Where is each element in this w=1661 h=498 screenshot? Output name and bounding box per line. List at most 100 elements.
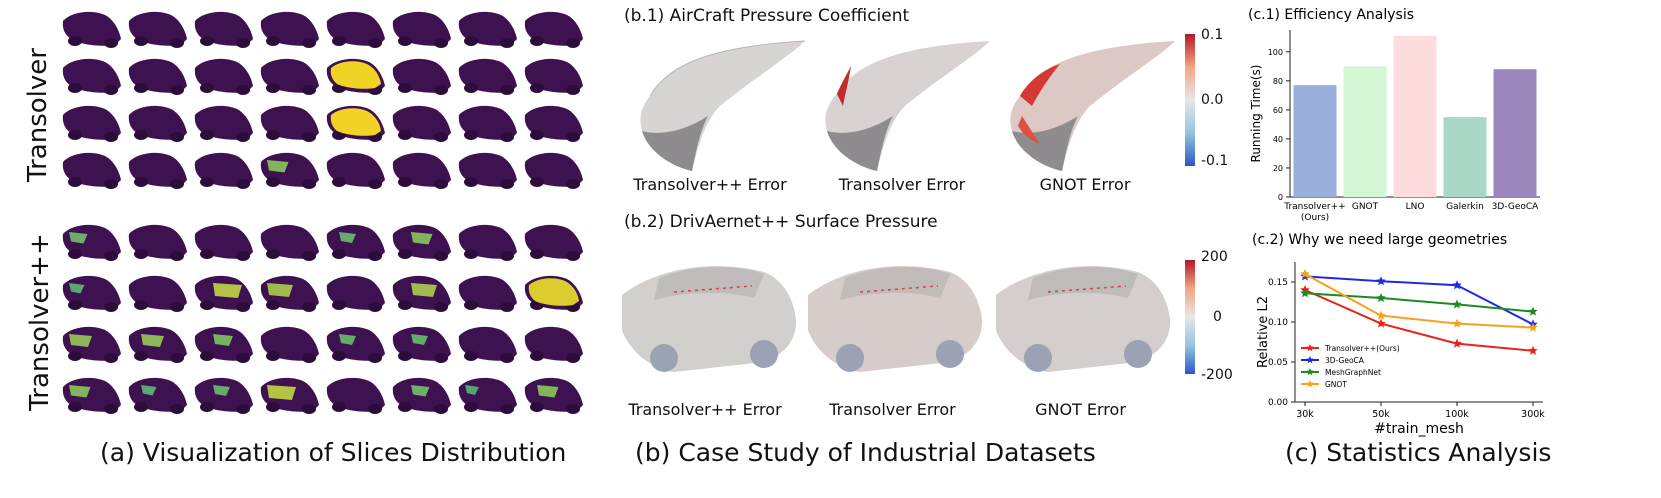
aircraft-render-3 [1010,41,1175,171]
car-slice-transolverpp-r1c0 [62,275,121,312]
colorbar-b1 [1185,34,1195,166]
panel-b: (b.1) AirCraft Pressure Coefficient 0.1 … [600,0,1240,498]
car-slice-transolverpp-r3c5 [392,377,451,414]
car-slice-transolver-r2c3 [260,105,319,142]
chart-c2-series-line-2 [1304,292,1534,313]
chart-c2-point-2-3 [1528,306,1538,316]
colorbar-b1-tick-top: 0.1 [1201,27,1224,43]
car-slice-transolverpp-r3c1 [128,377,187,414]
chart-c2-ytick-label: 0.10 [1268,318,1288,328]
chart-c1-ylabel: Running Time(s) [1249,65,1263,163]
chart-c1-xtick-label: LNO [1406,202,1425,212]
car-slice-transolver-r3c4 [326,152,385,189]
car-slice-transolver-r1c0 [62,58,121,95]
car-slice-transolver-r3c1 [128,152,187,189]
car-slice-transolver-r1c2 [194,58,253,95]
chart-c2-point-2-0 [1300,288,1310,298]
car-slice-transolverpp-r3c3 [260,377,319,414]
chart-c2-xtick-label: 300k [1521,409,1545,420]
chart-c2-legend-label: 3D-GeoCA [1325,356,1365,365]
chart-c2-legend-label: MeshGraphNet [1325,368,1381,377]
car-slice-transolverpp-r3c4 [326,377,385,414]
chart-c1-xtick-label: Galerkin [1446,202,1484,212]
car-slice-transolverpp-r3c2 [194,377,253,414]
car-slice-transolverpp-r0c3 [260,224,319,261]
chart-c1-xtick-label: GNOT [1352,202,1379,212]
car-slice-transolver-r1c7 [524,58,583,95]
car-slice-transolverpp-r2c6 [458,326,517,363]
car-slice-transolverpp-r2c5 [392,326,451,363]
car-slice-transolver-r3c2 [194,152,253,189]
colorbar-b1-tick-bottom: -0.1 [1201,153,1229,169]
chart-c2-point-2-2 [1452,299,1462,309]
car-slice-transolver-r2c2 [194,105,253,142]
car-slice-transolver-r2c1 [128,105,187,142]
car-slice-transolverpp-r1c2 [194,275,253,312]
chart-c2-point-0-1 [1376,318,1386,328]
render-label-b1-1: Transolver++ Error [633,175,787,194]
car-slice-transolverpp-r2c2 [194,326,253,363]
car-slice-transolver-r0c4 [326,11,385,48]
chart-c2-legend-label: Transolver++(Ours) [1324,344,1400,353]
car-slice-transolver-r1c6 [458,58,517,95]
chart-c1-ytick-label: 60 [1273,106,1283,115]
car-slice-transolverpp-r0c1 [128,224,187,261]
car-render-2 [808,266,983,372]
car-slice-transolver-r0c7 [524,11,583,48]
chart-c2-xtick-label: 50k [1372,409,1390,420]
chart-c2-legend-marker [1306,380,1314,388]
car-slice-transolverpp-r1c1 [128,275,187,312]
slice-grid-transolverpp [62,224,583,414]
car-slice-transolver-r0c5 [392,11,451,48]
chart-c1-ytick-label: 20 [1273,164,1283,173]
chart-c1-title: (c.1) Efficiency Analysis [1248,7,1414,23]
chart-c2-point-0-3 [1528,345,1538,355]
car-slice-transolverpp-r1c5 [392,275,451,312]
chart-c2-ytick-label: 0.05 [1268,358,1288,368]
chart-c1-ytick-label: 40 [1273,135,1283,144]
car-slice-transolverpp-r3c6 [458,377,517,414]
car-slice-transolverpp-r2c4 [326,326,385,363]
chart-c2-series-line-1 [1304,275,1534,326]
car-slice-transolver-r2c5 [392,105,451,142]
car-slice-transolverpp-r0c0 [62,224,121,261]
chart-c1-bar-2 [1393,35,1437,197]
car-slice-transolver-r0c2 [194,11,253,48]
car-slice-transolverpp-r3c0 [62,377,121,414]
colorbar-b2-tick-bottom: -200 [1201,367,1233,383]
caption-panel-c: (c) Statistics Analysis [1285,438,1552,467]
chart-c1-efficiency: (c.1) Efficiency Analysis020406080100Run… [1248,7,1540,223]
car-slice-transolverpp-r1c4 [326,275,385,312]
chart-c1-bar-4 [1493,69,1537,197]
aircraft-render-1 [640,40,806,171]
car-slice-transolver-r2c0 [62,105,121,142]
render-label-b1-2: Transolver Error [838,175,966,194]
chart-c2-legend-marker [1306,356,1314,364]
chart-c2-ytick-label: 0.00 [1268,398,1288,408]
car-slice-transolverpp-r1c7 [524,275,583,312]
title-b2: (b.2) DrivAernet++ Surface Pressure [624,212,938,232]
car-slice-transolverpp-r2c3 [260,326,319,363]
car-slice-transolverpp-r0c2 [194,224,253,261]
chart-c1-ytick-label: 80 [1273,77,1283,86]
car-slice-transolver-r2c4 [326,105,385,142]
car-slice-transolver-r0c0 [62,11,121,48]
car-slice-transolver-r1c3 [260,58,319,95]
render-label-b2-3: GNOT Error [1035,400,1126,419]
row-label-transolver: Transolver [23,48,53,182]
chart-c1-ytick-label: 100 [1268,48,1283,57]
chart-c2-xtick-label: 100k [1445,409,1469,420]
chart-c1-bar-1 [1343,66,1387,197]
car-slice-transolverpp-r2c1 [128,326,187,363]
car-slice-transolverpp-r0c4 [326,224,385,261]
car-slice-transolverpp-r3c7 [524,377,583,414]
caption-panel-b: (b) Case Study of Industrial Datasets [635,438,1096,467]
car-slice-transolver-r2c6 [458,105,517,142]
car-slice-transolver-r3c3 [260,152,319,189]
chart-c2-xtick-label: 30k [1296,409,1314,420]
panel-a: Transolver Transolver++ (a) Visualizatio… [0,0,600,498]
chart-c2-title: (c.2) Why we need large geometries [1252,232,1507,248]
chart-c2-point-3-2 [1452,318,1462,328]
car-slice-transolver-r1c1 [128,58,187,95]
